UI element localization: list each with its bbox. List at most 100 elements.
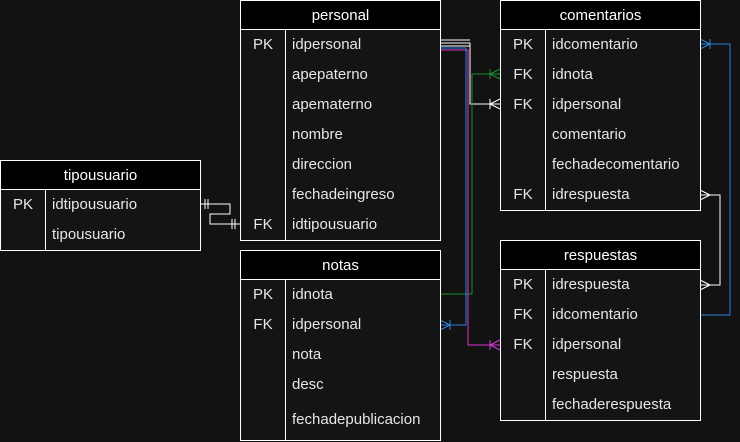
entity-title: comentarios [501,1,700,30]
row-field: idtipousuario [292,216,378,233]
row-field: nota [292,346,322,363]
row-field: idnota [292,286,333,303]
link-respuestas-comentarios[interactable] [700,194,721,286]
key-column [1,190,46,250]
entity-rows: PK idrespuesta FK idcomentario FK idpersona… [501,270,700,420]
row-field: fechadeingreso [292,186,395,203]
entity-row[interactable]: comentario [501,120,700,150]
crowfoot-comentarios-idnota-icon [489,68,501,80]
entity-row[interactable]: PK idpersonal [241,30,440,60]
entity-row[interactable]: FK idrespuesta [501,180,700,210]
entity-row[interactable]: fechadepublicacion [241,400,440,440]
row-field: idpersonal [292,36,362,53]
entity-row[interactable]: fechaderespuesta [501,390,700,420]
entity-personal[interactable]: personal PK idpersonal apepaterno apemate… [240,0,441,241]
entity-row[interactable]: direccion [241,150,440,180]
link-comentarios-respuestas[interactable] [700,43,731,316]
row-field: apepaterno [292,66,368,83]
row-key: PK [512,276,533,293]
link-personal-bars [440,39,470,47]
row-key: PK [12,196,33,213]
row-field: idnota [552,66,593,83]
row-field: idrespuesta [552,276,630,293]
row-key: FK [513,336,533,353]
entity-row[interactable]: PK idtipousuario [1,190,200,220]
row-field: idpersonal [552,336,622,353]
entity-rows: PK idnota FK idpersonal nota desc fechadep… [241,280,440,440]
row-field: respuesta [552,366,618,383]
entity-title: notas [241,251,440,280]
entity-row[interactable]: FK idnota [501,60,700,90]
entity-row[interactable]: desc [241,370,440,400]
entity-row[interactable]: nombre [241,120,440,150]
entity-row[interactable]: fechadeingreso [241,180,440,210]
crowfoot-respuestas-idpersonal-icon [489,339,501,351]
crowfoot-notas-idpersonal-icon [439,319,451,331]
row-key: FK [253,216,273,233]
row-field: idpersonal [552,96,622,113]
entity-title: personal [241,1,440,30]
entity-row[interactable]: respuesta [501,360,700,390]
crowfoot-comentarios-idrespuesta-icon [699,189,711,201]
link-notas-comentarios[interactable] [440,73,500,295]
link-tipousuario-personal[interactable] [200,203,240,225]
entity-notas[interactable]: notas PK idnota FK idpersonal nota desc fe… [240,250,441,441]
entity-row[interactable]: apematerno [241,90,440,120]
crowfoot-comentarios-idcomentario-icon [699,38,711,50]
row-field: idrespuesta [552,186,630,203]
entity-row[interactable]: tipousuario [1,220,200,250]
row-key: FK [253,316,273,333]
link-personal-notas[interactable] [440,47,467,326]
entity-row[interactable]: FK idpersonal [501,330,700,360]
row-key: PK [252,36,273,53]
link-personal-comentarios[interactable] [440,42,500,105]
entity-title: respuestas [501,241,700,270]
entity-row[interactable]: fechadecomentario [501,150,700,180]
one-one-tipousuario-icon [204,199,209,209]
row-field: idcomentario [552,306,638,323]
row-field: apematerno [292,96,373,113]
entity-row[interactable]: nota [241,340,440,370]
row-field: fechaderespuesta [552,396,672,413]
entity-row[interactable]: FK idpersonal [241,310,440,340]
entity-row[interactable]: PK idrespuesta [501,270,700,300]
entity-rows: PK idpersonal apepaterno apematerno nombr… [241,30,440,240]
crowfoot-comentarios-idpersonal-icon [489,98,501,110]
row-field: fechadecomentario [552,156,680,173]
entity-row[interactable]: PK idnota [241,280,440,310]
row-key: PK [252,286,273,303]
row-field: direccion [292,156,353,173]
row-key: FK [513,186,533,203]
row-field: idtipousuario [52,196,138,213]
row-field: desc [292,376,324,393]
row-field: idpersonal [292,316,362,333]
key-column [501,270,546,420]
entity-title: tipousuario [1,161,200,190]
crowfoot-respuestas-idrespuesta-icon [699,279,711,291]
entity-tipousuario[interactable]: tipousuario PK idtipousuario tipousuario [0,160,201,251]
one-one-personal-idtipousuario-icon [231,219,236,229]
key-column [241,280,286,440]
entity-row[interactable]: FK idpersonal [501,90,700,120]
key-column [241,30,286,240]
row-field: tipousuario [52,226,126,243]
entity-rows: PK idtipousuario tipousuario [1,190,200,250]
link-personal-respuestas[interactable] [440,49,500,346]
row-key: FK [513,66,533,83]
row-key: PK [512,36,533,53]
entity-respuestas[interactable]: respuestas PK idrespuesta FK idcomentario … [500,240,701,421]
entity-row[interactable]: apepaterno [241,60,440,90]
row-field: nombre [292,126,343,143]
key-column [501,30,546,210]
row-field: comentario [552,126,627,143]
entity-row[interactable]: FK idtipousuario [241,210,440,240]
row-key: FK [513,96,533,113]
entity-row[interactable]: FK idcomentario [501,300,700,330]
row-key: FK [513,306,533,323]
row-field: fechadepublicacion [292,411,421,428]
